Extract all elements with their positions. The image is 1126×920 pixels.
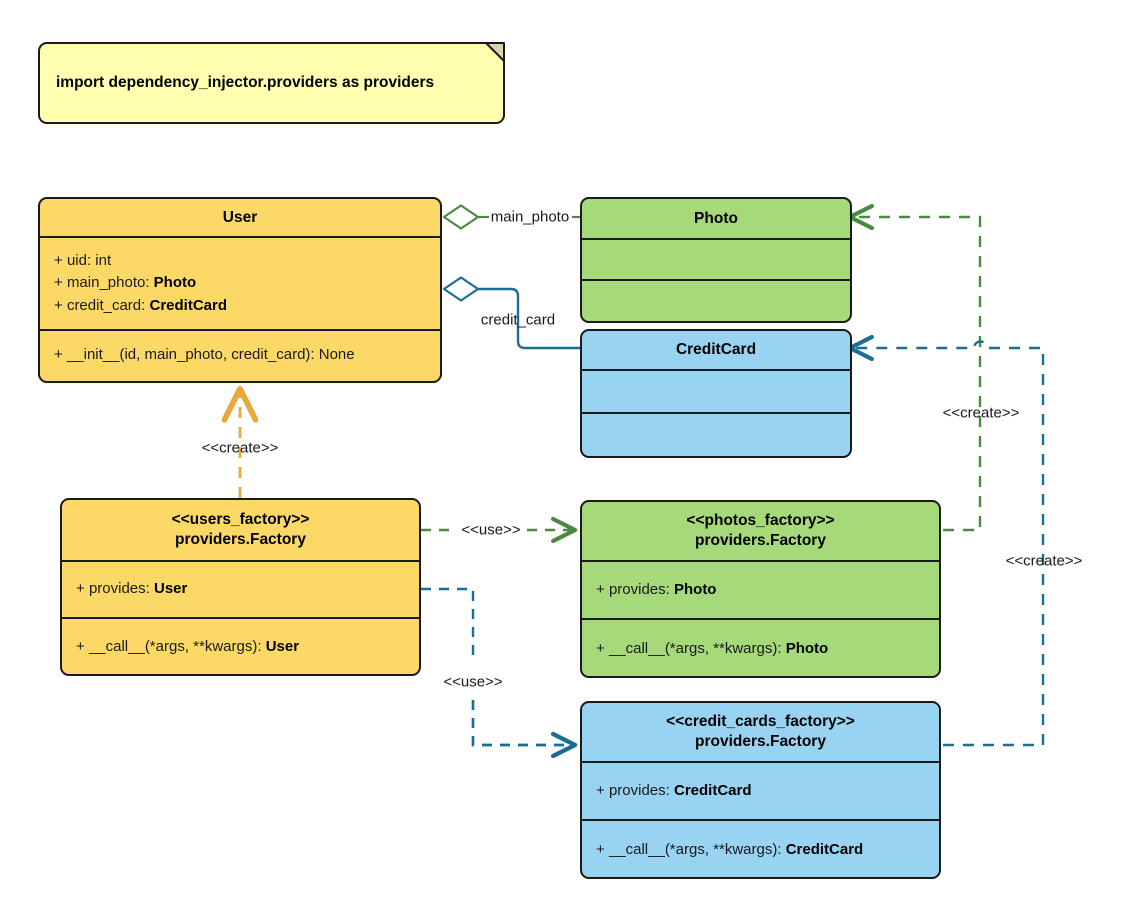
attribute-name: provides: bbox=[88, 580, 154, 598]
class-users-factory-header: <<users_factory>> providers.Factory bbox=[62, 500, 419, 562]
class-credit-cards-factory-name: providers.Factory bbox=[695, 733, 826, 750]
class-photo-header: Photo bbox=[582, 199, 850, 240]
class-photo-attributes bbox=[582, 240, 850, 281]
class-photos-factory-header: <<photos_factory>> providers.Factory bbox=[582, 502, 939, 562]
edge-label-use-credit-cards: <<use>> bbox=[443, 673, 503, 691]
edge-label-create-user: <<create>> bbox=[201, 439, 279, 457]
visibility-marker: + bbox=[54, 296, 63, 314]
class-photos-factory-stereotype: <<photos_factory>> bbox=[686, 512, 835, 530]
method-signature: __init__(id, main_photo, credit_card): N… bbox=[66, 346, 355, 364]
attribute-type: Photo bbox=[673, 580, 717, 598]
class-credit-cards-factory[interactable]: <<credit_cards_factory>> providers.Facto… bbox=[580, 701, 941, 879]
class-credit-card-methods bbox=[582, 414, 850, 456]
class-users-factory-attributes: + provides: User bbox=[62, 562, 419, 619]
visibility-marker: + bbox=[54, 346, 63, 364]
class-photos-factory[interactable]: <<photos_factory>> providers.Factory + p… bbox=[580, 500, 941, 678]
visibility-marker: + bbox=[596, 781, 605, 799]
class-credit-cards-factory-attributes: + provides: CreditCard bbox=[582, 763, 939, 821]
method-signature: __call__(*args, **kwargs): bbox=[608, 840, 786, 858]
edge-label-create-photo: <<create>> bbox=[942, 404, 1020, 422]
import-note: import dependency_injector.providers as … bbox=[38, 42, 505, 124]
attribute-name: main_photo: bbox=[66, 274, 154, 292]
import-note-text: import dependency_injector.providers as … bbox=[56, 74, 435, 91]
attribute-type: CreditCard bbox=[149, 296, 227, 314]
attribute-row: + main_photo: Photo bbox=[54, 272, 430, 294]
attribute-name: credit_card: bbox=[66, 296, 150, 314]
class-credit-card-attributes bbox=[582, 371, 850, 414]
class-credit-cards-factory-stereotype: <<credit_cards_factory>> bbox=[666, 713, 855, 731]
class-users-factory[interactable]: <<users_factory>> providers.Factory + pr… bbox=[60, 498, 421, 676]
attribute-row: + provides: CreditCard bbox=[596, 780, 929, 802]
visibility-marker: + bbox=[76, 580, 85, 598]
attribute-row: + provides: Photo bbox=[596, 579, 929, 601]
class-users-factory-name: providers.Factory bbox=[175, 531, 306, 548]
method-signature: __call__(*args, **kwargs): bbox=[608, 639, 786, 657]
class-credit-cards-factory-header: <<credit_cards_factory>> providers.Facto… bbox=[582, 703, 939, 763]
visibility-marker: + bbox=[54, 274, 63, 292]
visibility-marker: + bbox=[596, 580, 605, 598]
class-user-name: User bbox=[222, 208, 258, 226]
attribute-type: User bbox=[153, 580, 188, 598]
edge-use-credit-cards-factory bbox=[421, 587, 578, 759]
edge-label-create-credit-card: <<create>> bbox=[1005, 552, 1083, 570]
class-credit-card[interactable]: CreditCard bbox=[580, 329, 852, 458]
class-photo[interactable]: Photo bbox=[580, 197, 852, 323]
edge-label-credit-card: credit_card bbox=[480, 311, 556, 329]
class-users-factory-methods: + __call__(*args, **kwargs): User bbox=[62, 619, 419, 674]
aggregation-diamond-main-photo bbox=[442, 204, 480, 230]
class-photos-factory-name: providers.Factory bbox=[695, 532, 826, 549]
class-photos-factory-methods: + __call__(*args, **kwargs): Photo bbox=[582, 620, 939, 676]
edge-create-credit-card bbox=[847, 334, 1045, 747]
method-row: + __call__(*args, **kwargs): Photo bbox=[596, 638, 929, 660]
class-user-methods: + __init__(id, main_photo, credit_card):… bbox=[40, 331, 440, 380]
method-signature: __call__(*args, **kwargs): bbox=[88, 638, 266, 656]
edge-create-photo bbox=[847, 203, 982, 532]
class-photos-factory-attributes: + provides: Photo bbox=[582, 562, 939, 620]
attribute-name: provides: bbox=[608, 580, 674, 598]
class-photo-methods bbox=[582, 281, 850, 321]
method-return-type: User bbox=[265, 638, 300, 656]
class-user-attributes: + uid: int + main_photo: Photo + credit_… bbox=[40, 238, 440, 331]
attribute-name: provides: bbox=[608, 781, 674, 799]
edge-label-use-photos: <<use>> bbox=[461, 521, 521, 539]
class-credit-card-name: CreditCard bbox=[675, 341, 757, 359]
method-return-type: Photo bbox=[785, 639, 829, 657]
attribute-row: + credit_card: CreditCard bbox=[54, 295, 430, 317]
attribute-row: + provides: User bbox=[76, 578, 409, 600]
aggregation-diamond-credit-card bbox=[442, 276, 480, 302]
note-fold-corner-icon bbox=[485, 42, 505, 62]
visibility-marker: + bbox=[596, 639, 605, 657]
attribute-type: Photo bbox=[153, 274, 197, 292]
method-row: + __init__(id, main_photo, credit_card):… bbox=[54, 344, 430, 366]
edge-label-main-photo: main_photo bbox=[490, 208, 570, 226]
class-user[interactable]: User + uid: int + main_photo: Photo + cr… bbox=[38, 197, 442, 383]
attribute-row: + uid: int bbox=[54, 250, 430, 272]
class-users-factory-stereotype: <<users_factory>> bbox=[171, 511, 310, 529]
visibility-marker: + bbox=[76, 638, 85, 656]
attribute-type: CreditCard bbox=[673, 781, 752, 799]
class-user-header: User bbox=[40, 199, 440, 238]
edge-credit-card-aggregation bbox=[442, 276, 582, 350]
class-photo-name: Photo bbox=[694, 209, 738, 227]
attribute-type: int bbox=[95, 252, 112, 270]
visibility-marker: + bbox=[54, 252, 63, 270]
method-return-type: CreditCard bbox=[785, 840, 864, 858]
method-row: + __call__(*args, **kwargs): User bbox=[76, 636, 409, 658]
edge-main-photo-aggregation bbox=[442, 204, 580, 230]
method-row: + __call__(*args, **kwargs): CreditCard bbox=[596, 839, 929, 861]
class-credit-card-header: CreditCard bbox=[582, 331, 850, 371]
attribute-name: uid: bbox=[66, 252, 96, 270]
visibility-marker: + bbox=[596, 840, 605, 858]
class-credit-cards-factory-methods: + __call__(*args, **kwargs): CreditCard bbox=[582, 821, 939, 877]
